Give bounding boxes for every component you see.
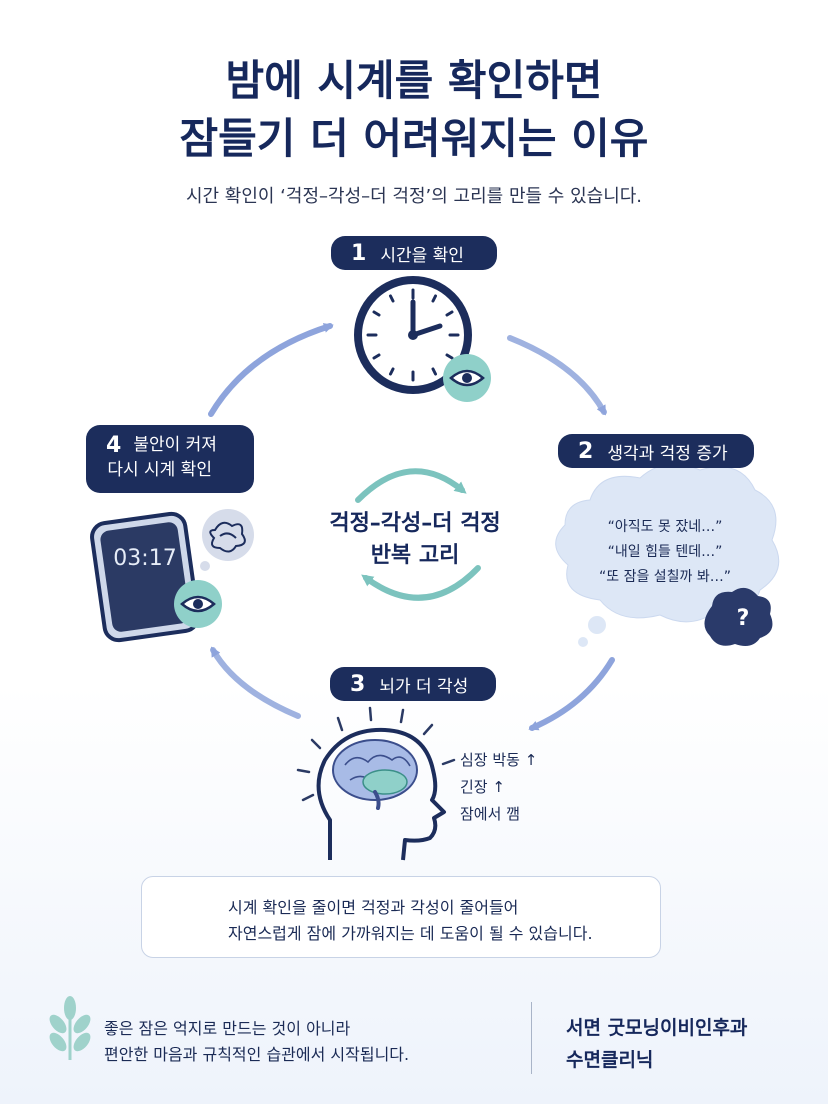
footer-line-1: 좋은 잠은 억지로 만드는 것이 아니라 <box>104 1019 351 1038</box>
step-number: 4 <box>106 433 122 458</box>
footer-divider <box>531 1002 532 1074</box>
step-2-label: 2 생각과 걱정 증가 <box>558 434 754 468</box>
step-1-label: 1 시간을 확인 <box>331 236 497 270</box>
thought-item: “아직도 못 잤네…” <box>607 519 723 535</box>
eye-icon <box>443 354 491 402</box>
step-text: 시간을 확인 <box>380 245 464 266</box>
arrow-step4-to-1 <box>208 323 334 417</box>
center-arrow-top <box>355 468 467 503</box>
tip-box <box>141 876 661 958</box>
clinic-line-1: 서면 굿모닝이비인후과 <box>566 1017 748 1039</box>
symptom-item: 심장 박동 ↑ <box>460 751 538 769</box>
title-line-1: 밤에 시계를 확인하면 <box>225 56 603 105</box>
cycle-center-label: 걱정–각성–더 걱정 반복 고리 <box>290 508 540 572</box>
thought-list: “아직도 못 잤네…” “내일 힘들 텐데…” “또 잠을 설칠까 봐…” <box>565 515 765 590</box>
anxiety-bubble-icon <box>200 509 254 571</box>
clinic-name: 서면 굿모닝이비인후과 수면클리닉 <box>566 1012 747 1076</box>
cycle-center-line-1: 걱정–각성–더 걱정 <box>329 511 501 536</box>
step-4-label: 4 불안이 커져 다시 시계 확인 <box>86 425 254 493</box>
clinic-line-2: 수면클리닉 <box>566 1049 654 1071</box>
tip-line-1: 시계 확인을 줄이면 걱정과 각성이 줄어들어 <box>228 898 519 917</box>
page-title: 밤에 시계를 확인하면 잠들기 더 어려워지는 이유 <box>0 52 828 168</box>
footer-line-2: 편안한 마음과 규칙적인 습관에서 시작됩니다. <box>104 1045 410 1064</box>
tip-line-2: 자연스럽게 잠에 가까워지는 데 도움이 될 수 있습니다. <box>228 924 593 943</box>
clock-icon <box>354 276 472 394</box>
tip-text: 시계 확인을 줄이면 걱정과 각성이 줄어들어 자연스럽게 잠에 가까워지는 데… <box>228 895 593 947</box>
symptom-list: 심장 박동 ↑ 긴장 ↑ 잠에서 깸 <box>460 747 537 828</box>
leaf-icon <box>49 996 91 1060</box>
title-line-2: 잠들기 더 어려워지는 이유 <box>179 114 649 163</box>
page-subtitle: 시간 확인이 ‘걱정–각성–더 걱정’의 고리를 만들 수 있습니다. <box>185 186 643 207</box>
step-number: 3 <box>350 671 366 697</box>
arrow-step2-to-3 <box>528 657 615 731</box>
arrow-step1-to-2 <box>507 335 607 416</box>
step-text-line-1: 불안이 커져 <box>133 435 217 455</box>
head-brain-icon <box>296 706 456 861</box>
step-text-line-2: 다시 시계 확인 <box>107 460 212 480</box>
step-number: 2 <box>578 438 594 464</box>
question-mark: ? <box>736 606 750 631</box>
footer-message: 좋은 잠은 억지로 만드는 것이 아니라 편안한 마음과 규칙적인 습관에서 시… <box>104 1016 409 1068</box>
step-text: 생각과 걱정 증가 <box>607 443 728 464</box>
step-number: 1 <box>351 240 367 266</box>
symptom-item: 잠에서 깸 <box>460 805 520 823</box>
center-arrow-bottom <box>361 565 481 601</box>
phone-time: 03:17 <box>113 546 177 571</box>
thought-item: “내일 힘들 텐데…” <box>607 544 723 560</box>
arrow-step3-to-4 <box>210 646 301 719</box>
phone-icon <box>90 511 200 643</box>
eye-icon <box>174 580 222 628</box>
question-cloud <box>704 587 773 646</box>
thought-item: “또 잠을 설칠까 봐…” <box>598 569 732 585</box>
cycle-center-line-2: 반복 고리 <box>370 543 460 568</box>
step-3-label: 3 뇌가 더 각성 <box>330 667 496 701</box>
step-text: 뇌가 더 각성 <box>379 676 469 697</box>
symptom-item: 긴장 ↑ <box>460 778 505 796</box>
